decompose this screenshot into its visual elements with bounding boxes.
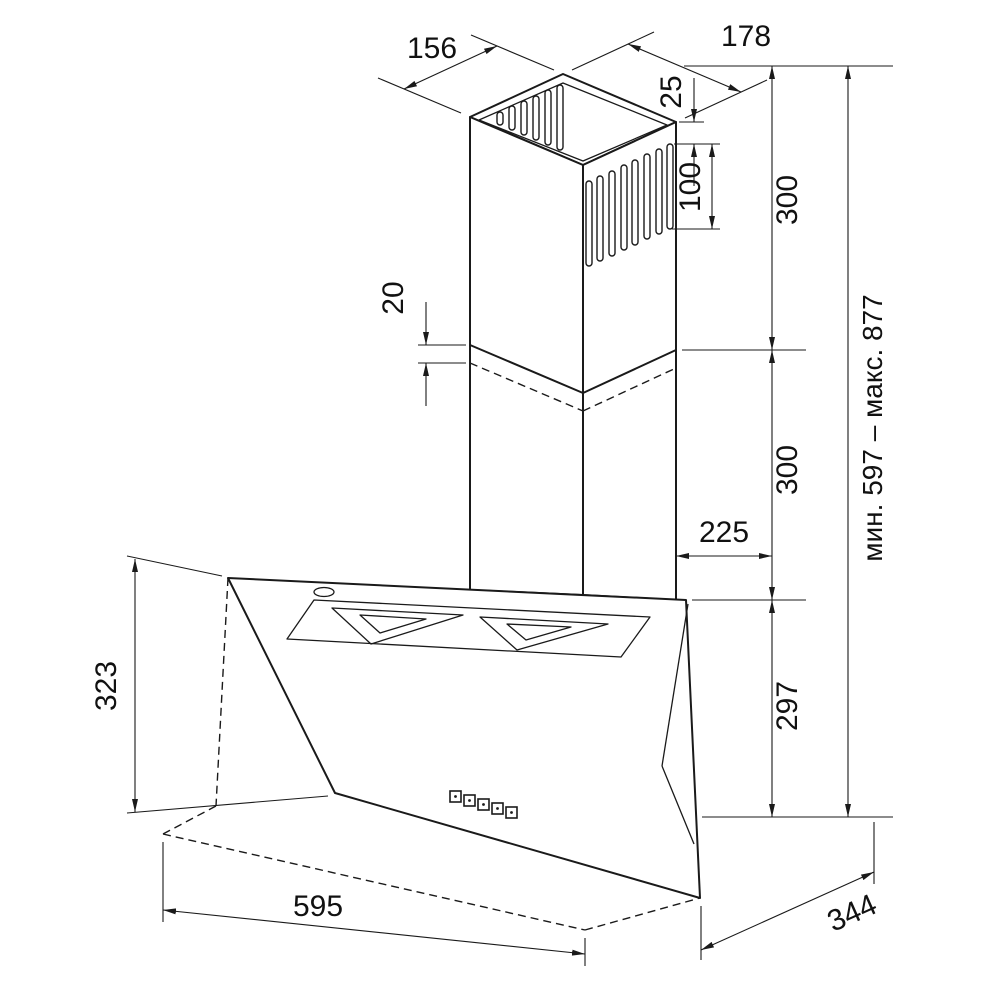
dim-label-hood-depth: 344 bbox=[823, 888, 882, 939]
hood-body bbox=[162, 577, 701, 931]
dimension-178: 178 bbox=[571, 20, 771, 119]
dim-label-hood-width: 595 bbox=[293, 890, 343, 923]
dimension-595: 595 bbox=[162, 842, 586, 966]
hood-glass-panel bbox=[227, 577, 701, 899]
dim-label-glass-front-height: 323 bbox=[90, 661, 123, 711]
control-buttons bbox=[449, 790, 518, 819]
filter-triangle-left bbox=[331, 607, 464, 645]
dim-label-lower-chimney-height: 300 bbox=[771, 445, 804, 495]
dimension-total-height: мин. 597 – макс. 877 bbox=[845, 66, 888, 817]
chimney-upper-duct bbox=[469, 73, 677, 601]
dimension-300-upper: 300 bbox=[769, 66, 804, 350]
vent-slots-left bbox=[496, 84, 564, 151]
chimney-lower-duct bbox=[469, 344, 677, 412]
dimension-25: 25 bbox=[655, 75, 720, 186]
telescope-overlap-hidden-front bbox=[469, 362, 584, 412]
telescope-joint-right-edge bbox=[582, 349, 677, 394]
dimension-297: 297 bbox=[769, 600, 804, 817]
hidden-edges bbox=[162, 577, 701, 931]
dimension-323: 323 bbox=[90, 555, 329, 814]
dimensions: 156 178 25 100 3 bbox=[90, 20, 893, 966]
intake-frame bbox=[286, 599, 651, 658]
filter-triangle-right-inner bbox=[506, 623, 572, 641]
dim-label-total-height-range: мин. 597 – макс. 877 bbox=[857, 294, 888, 561]
side-panel-crease-lower bbox=[661, 765, 695, 845]
dim-label-chimney-top-side: 156 bbox=[407, 32, 457, 65]
dimension-100: 100 bbox=[672, 144, 720, 230]
dimension-156: 156 bbox=[377, 32, 555, 114]
dim-label-slot-field-height: 100 bbox=[674, 162, 707, 212]
telescope-joint-front-edge bbox=[469, 344, 584, 394]
filter-triangle-left-inner bbox=[359, 614, 427, 634]
filter-triangle-right bbox=[479, 616, 609, 651]
dim-label-upper-chimney-height: 300 bbox=[771, 175, 804, 225]
chimney-top-inner-rim bbox=[478, 82, 668, 162]
grease-filter-area bbox=[286, 586, 651, 658]
dimension-20: 20 bbox=[377, 281, 466, 406]
vent-slots-right bbox=[585, 143, 674, 267]
dim-label-top-depth: 225 bbox=[699, 516, 749, 549]
dimension-300-lower: 300 bbox=[769, 350, 804, 600]
dimension-344: 344 bbox=[700, 822, 882, 960]
dim-label-telescope-overlap: 20 bbox=[377, 281, 410, 314]
telescope-overlap-hidden-right bbox=[582, 367, 677, 412]
dim-label-chimney-top-front: 178 bbox=[721, 20, 771, 53]
lamp-detail bbox=[313, 586, 335, 598]
side-panel-crease-upper bbox=[661, 603, 689, 767]
dimension-225: 225 bbox=[676, 516, 772, 559]
dim-label-slot-offset: 25 bbox=[655, 75, 688, 108]
dim-label-body-right-height: 297 bbox=[771, 681, 804, 731]
chimney-upper-front-face bbox=[469, 116, 584, 596]
